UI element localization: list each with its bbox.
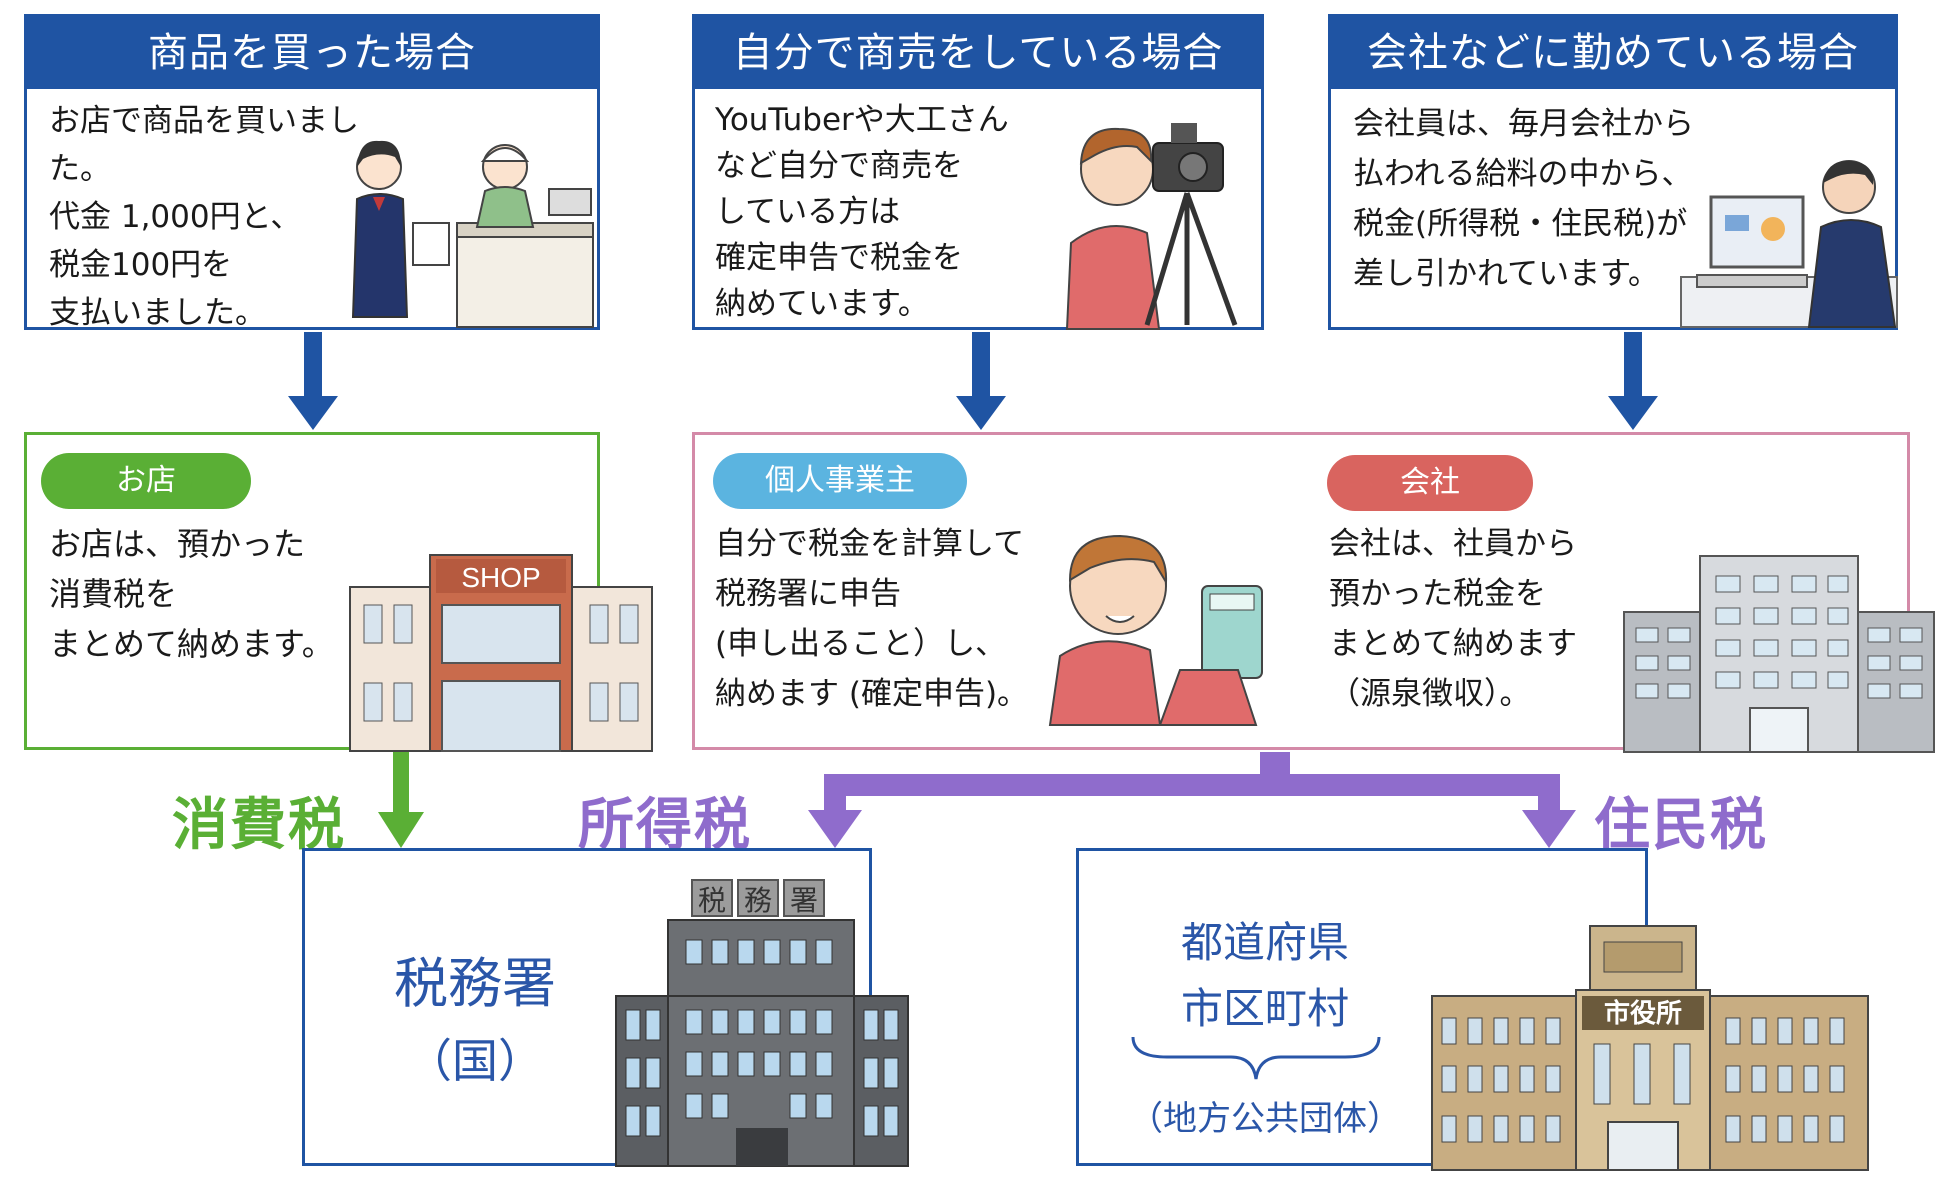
local-municipality: 市区町村 [1180,984,1349,1033]
tax-office-name: 税務署 [394,952,556,1015]
corp-text: 会社は、社員から 預かった税金を まとめて納めます （源泉徴収）。 [1329,526,1577,712]
arrow-consumption-tax [378,752,424,848]
tax-office-sign-1: 税 [698,884,726,917]
pill-company: 会社 [1327,455,1533,511]
box-buying-goods: 商品を買った場合 お店で商品を買いました。 代金 1,000円と、 税金100円… [24,14,600,331]
shop-text: お店は、預かった 消費税を まとめて納めます。 [49,525,334,663]
pill-sole-proprietor: 個人事業主 [713,453,967,509]
local-prefecture: 都道府県 [1180,918,1349,967]
city-hall-building-icon: 市役所 [1431,925,1869,1171]
sole-text: 自分で税金を計算して 税務署に申告 (申し出ること）し、 納めます (確定申告)… [715,526,1029,712]
label-consumption-tax: 消費税 [172,793,346,858]
calculator-person-illustration [1048,534,1263,726]
box-buying-goods-text: お店で商品を買いました。 代金 1,000円と、 税金100円を 支払いました。 [49,103,359,331]
pill-shop: お店 [41,453,251,509]
company-building-icon [1623,555,1935,753]
curly-brace-icon [1131,1036,1381,1080]
box-employee-title: 会社などに勤めている場合 [1331,17,1895,89]
box-employee-text: 会社員は、毎月会社から 払われる給料の中から、 税金(所得税・住民税)が 差し引… [1353,106,1694,292]
tax-office-sub: （国） [406,1034,544,1088]
tax-office-sign-3: 署 [790,884,818,917]
label-income-tax: 所得税 [578,793,752,858]
office-worker-illustration [1680,160,1898,328]
tax-office-building-icon: 税 務 署 [615,879,909,1167]
box-buying-goods-title: 商品を買った場合 [27,17,597,89]
box-self-employed: 自分で商売をしている場合 YouTuberや大工さん など自分で商売を している… [692,14,1264,330]
shop-sign: SHOP [461,562,540,593]
arrow-down-sole [956,332,1006,430]
arrow-down-shop [288,332,338,430]
shopping-illustration [351,140,594,328]
tax-office-sign-2: 務 [744,884,772,917]
local-gov-sub: （地方公共団体） [1129,1099,1401,1139]
youtuber-illustration [1065,123,1238,330]
arrow-down-company [1608,332,1658,430]
purple-branch-connector [808,752,1576,848]
label-resident-tax: 住民税 [1594,793,1768,858]
box-employee: 会社などに勤めている場合 会社員は、毎月会社から 払われる給料の中から、 税金(… [1328,14,1898,330]
box-self-employed-title: 自分で商売をしている場合 [695,17,1261,89]
box-self-employed-text: YouTuberや大工さん など自分で商売を している方は 確定申告で税金を 納… [715,102,1009,322]
city-hall-sign: 市役所 [1604,998,1682,1029]
shop-building-icon: SHOP [349,554,653,752]
